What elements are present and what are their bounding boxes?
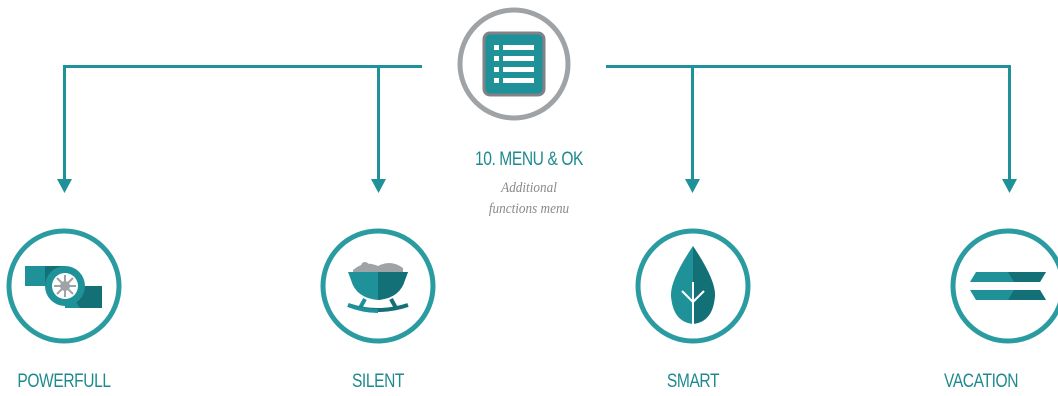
menu-subtitle-line1: Additional bbox=[501, 180, 557, 196]
mode-node-powerfull bbox=[6, 228, 122, 344]
mode-label-silent: SILENT bbox=[351, 371, 405, 392]
parallel-bars-icon bbox=[970, 272, 1046, 300]
fan-blower-icon bbox=[25, 266, 102, 308]
menu-subtitle-line2: functions menu bbox=[488, 201, 570, 217]
cradle-icon bbox=[347, 262, 409, 313]
list-icon bbox=[482, 31, 546, 97]
arrowhead-vacation bbox=[1002, 179, 1017, 193]
arrowhead-smart bbox=[685, 179, 700, 193]
menu-title: 10. MENU & OK bbox=[474, 149, 584, 170]
mode-node-vacation bbox=[950, 228, 1058, 344]
mode-label-vacation: VACATION bbox=[944, 371, 1019, 392]
arrowhead-powerfull bbox=[57, 179, 72, 193]
mode-label-smart: SMART bbox=[666, 371, 720, 392]
menu-subtitle: Additional functions menu bbox=[423, 178, 634, 220]
mode-node-silent bbox=[320, 228, 436, 344]
arrowhead-silent bbox=[371, 179, 386, 193]
menu-node bbox=[457, 7, 571, 121]
leaf-icon bbox=[670, 246, 716, 330]
mode-label-powerfull: POWERFULL bbox=[17, 371, 111, 392]
mode-node-smart bbox=[635, 228, 751, 344]
